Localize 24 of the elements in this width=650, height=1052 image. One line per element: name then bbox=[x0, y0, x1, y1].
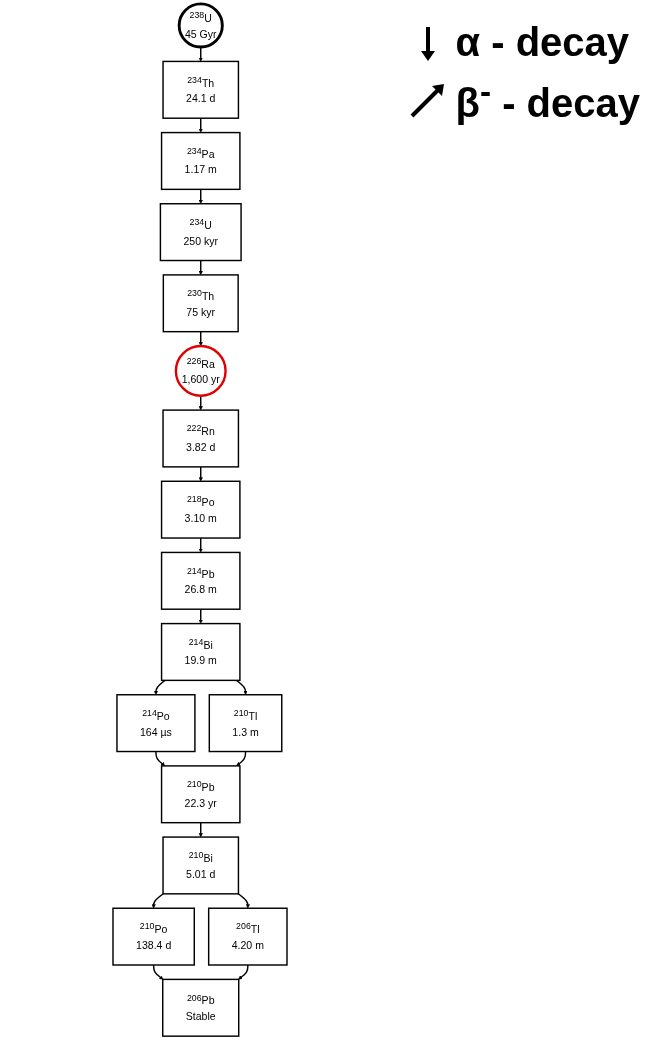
node-box: $^{214}$Pb 26.8 m bbox=[160, 551, 241, 610]
arrow bbox=[153, 679, 166, 695]
arrow bbox=[235, 679, 248, 695]
node-box: $^{210}$Pb 22.3 yr bbox=[160, 765, 241, 824]
node-box: $^{230}$Th 75 kyr bbox=[162, 274, 239, 333]
node-box: $^{234}$U 250 kyr bbox=[159, 203, 242, 262]
node-box: $^{206}$Pb Stable bbox=[162, 978, 240, 1037]
node-circle: $^{238}$U 45 Gyr bbox=[177, 2, 224, 49]
node-box: $^{234}$Th 24.1 d bbox=[162, 60, 240, 119]
node-circle: $^{226}$Ra 1,600 yr bbox=[174, 344, 227, 397]
node-box: $^{234}$Pa 1.17 m bbox=[160, 131, 241, 191]
node-box: $^{214}$Bi 19.9 m bbox=[160, 622, 241, 682]
node-box: $^{218}$Po 3.10 m bbox=[160, 480, 241, 539]
legend-text: α - decay bbox=[455, 20, 630, 65]
legend-text: β$^{-}$ - decay bbox=[455, 73, 640, 127]
node-box: $^{210}$Tl 1.3 m bbox=[208, 694, 283, 753]
node-box: $^{214}$Po 164 µs bbox=[116, 694, 196, 753]
node-box: $^{210}$Po 138.4 d bbox=[112, 907, 195, 966]
node-box: $^{206}$Tl 4.20 m bbox=[207, 907, 288, 966]
arrow bbox=[152, 964, 164, 980]
node-box: $^{222}$Rn 3.82 d bbox=[162, 409, 240, 468]
arrow bbox=[236, 750, 247, 767]
arrow bbox=[155, 750, 166, 767]
node-box: $^{210}$Bi 5.01 d bbox=[162, 836, 240, 895]
